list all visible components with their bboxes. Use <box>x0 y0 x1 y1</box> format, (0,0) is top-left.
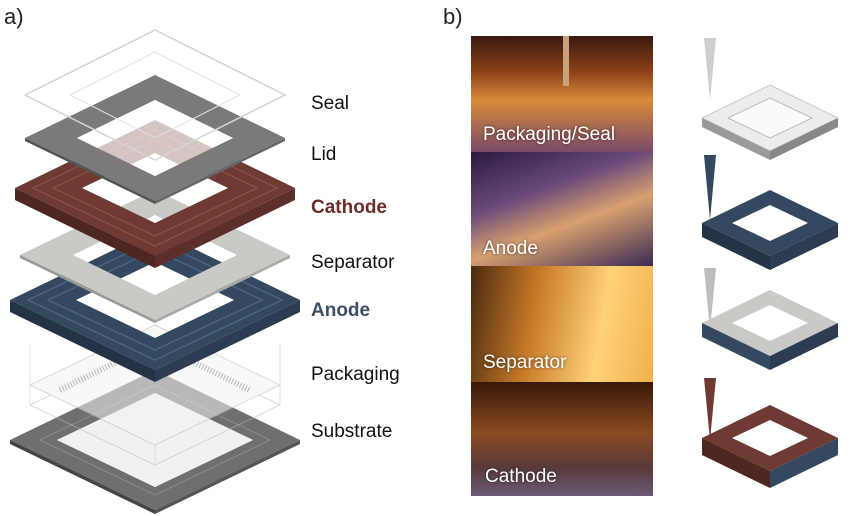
label-seal: Seal <box>311 93 350 114</box>
render-packaging-seal <box>700 38 840 160</box>
label-cathode: Cathode <box>311 197 387 218</box>
label-lid: Lid <box>311 144 337 165</box>
photo-caption-cathode: Cathode <box>485 466 557 487</box>
nozzle-icon <box>563 36 569 86</box>
label-separator: Separator <box>311 252 395 273</box>
panel-b-label: b) <box>443 4 463 29</box>
render-cathode <box>702 378 838 488</box>
photo-cathode: Cathode <box>471 382 653 496</box>
printing-photo-strip: Packaging/Seal Anode Separator Cathode <box>471 36 653 496</box>
exploded-stack-diagram <box>10 29 300 514</box>
photo-packaging-seal: Packaging/Seal <box>471 36 653 152</box>
photo-caption-packaging-seal: Packaging/Seal <box>483 124 616 145</box>
photo-caption-separator: Separator <box>483 352 567 373</box>
label-substrate: Substrate <box>311 421 393 442</box>
photo-anode: Anode <box>471 152 653 266</box>
render-separator <box>702 268 838 370</box>
photo-caption-anode: Anode <box>483 238 538 259</box>
lid-layer <box>25 75 285 204</box>
render-anode <box>702 155 838 270</box>
label-anode: Anode <box>311 300 371 321</box>
photo-separator: Separator <box>471 266 653 382</box>
panel-a-label: a) <box>4 4 24 29</box>
label-packaging: Packaging <box>311 364 400 385</box>
seal-layer <box>23 29 287 161</box>
printed-cell-renders <box>700 38 840 488</box>
